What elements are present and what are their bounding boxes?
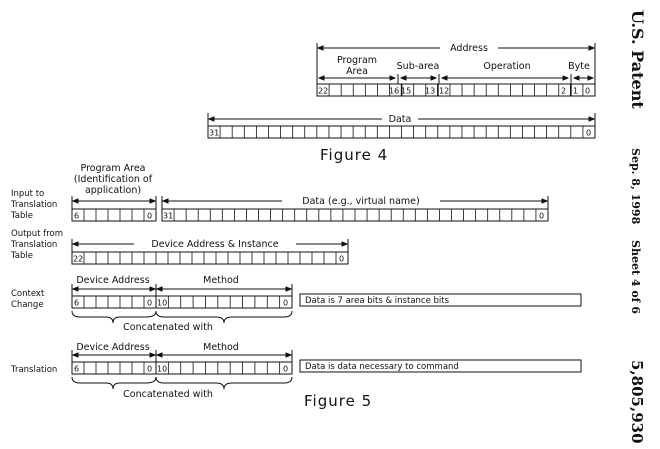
address-bit-16: 16 [389,87,399,96]
pa-bit-0: 0 [147,212,152,221]
device-instance-label: Device Address & Instance [151,239,278,250]
program-area-desc-line2: (Identification of [74,174,153,185]
context-label-line2: Change [11,300,44,310]
address-bit-13: 13 [425,87,435,96]
translation-device-address-label: Device Address [76,342,149,353]
patent-office-label: U.S. Patent [628,10,647,109]
output-register: Device Address & Instance 22 0 [71,239,349,265]
translation-data-text: Data is data necessary to command [305,362,459,372]
output-bit-0: 0 [339,255,344,264]
patent-number: 5,805,930 [628,360,646,444]
address-bit-15: 15 [401,87,411,96]
address-bit-1: 1 [573,87,578,96]
translation-label: Translation [10,365,57,375]
program-area-desc-line1: Program Area [81,163,146,174]
context-device-bit-0: 0 [147,299,152,308]
address-register [316,83,596,97]
program-area-label-line2: Area [346,66,368,77]
input-label-line3: Table [10,211,33,221]
patent-date: Sep. 8, 1998 [629,148,642,225]
data-bit-31: 31 [209,129,219,138]
address-bit-0: 0 [585,87,590,96]
input-label-line2: Translation [10,200,57,210]
translation-concatenated-label: Concatenated with [123,389,213,400]
operation-label: Operation [483,61,530,72]
figure4-data-register: Data 31 0 [207,113,596,139]
sub-area-label: Sub-area [397,61,440,72]
input-data-bit-31: 31 [163,212,173,221]
address-bit-2: 2 [561,87,566,96]
translation-method-label: Method [203,342,239,353]
data-bit-0: 0 [586,129,591,138]
address-label: Address [450,43,488,54]
data-label: Data [389,114,412,125]
input-data-register: Data (e.g., virtual name) 31 0 [161,196,549,222]
context-change-register: 6 0 10 0 [71,284,293,324]
translation-register: 6 0 10 0 [71,350,293,390]
context-concatenated-label: Concatenated with [123,322,213,333]
output-label-line3: Table [10,251,33,261]
translation-method-bit-10: 10 [157,365,167,374]
input-program-area-register: 6 0 [71,196,157,222]
translation-device-bit-6: 6 [74,365,79,374]
byte-label: Byte [568,61,590,72]
figure5-caption: Figure 5 [304,392,372,410]
output-bit-22: 22 [73,255,83,264]
input-data-desc: Data (e.g., virtual name) [302,196,419,207]
program-area-desc-line3: application) [85,185,141,196]
context-method-bit-0: 0 [283,299,288,308]
context-device-bit-6: 6 [74,299,79,308]
program-area-label-line1: Program [337,55,377,66]
output-label-line1: Output from [11,229,63,239]
context-method-bit-10: 10 [157,299,167,308]
pa-bit-6: 6 [74,212,79,221]
context-data-box [299,293,582,307]
figure4-caption: Figure 4 [320,146,388,164]
context-method-label: Method [203,275,239,286]
translation-data-box [299,359,582,373]
output-label-line2: Translation [10,240,57,250]
translation-device-bit-0: 0 [147,365,152,374]
address-bit-22: 22 [318,87,328,96]
input-data-bit-0: 0 [539,212,544,221]
address-bit-12: 12 [439,87,449,96]
figure4-address-register: Address Program Area Sub-area Operation … [316,43,596,97]
context-data-text: Data is 7 area bits & instance bits [305,296,450,306]
context-device-address-label: Device Address [76,275,149,286]
sheet-number: Sheet 4 of 6 [629,240,642,314]
context-label-line1: Context [11,289,45,299]
input-label-line1: Input to [11,189,44,199]
translation-method-bit-0: 0 [283,365,288,374]
